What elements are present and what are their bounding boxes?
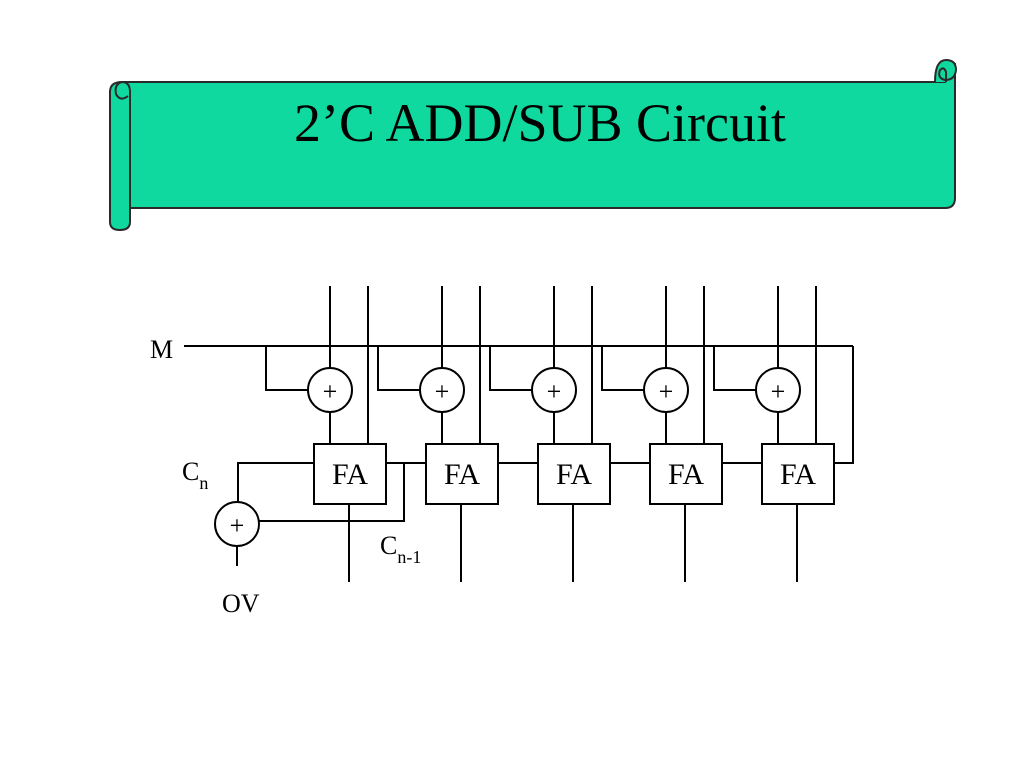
overflow-label: OV: [222, 589, 260, 618]
xor-gate: [531, 367, 577, 413]
full-adder-label: FA: [556, 458, 592, 491]
full-adder-label: FA: [780, 458, 816, 491]
control-label-m: M: [150, 335, 173, 364]
carry-out-wire: [237, 462, 314, 502]
xor-gate: [643, 367, 689, 413]
xor-symbol: +: [547, 377, 562, 406]
full-adder-label: FA: [444, 458, 480, 491]
full-adder-label: FA: [668, 458, 704, 491]
banner-body: [109, 62, 956, 232]
m-tap-wire: [601, 346, 644, 391]
full-adder-box: [761, 443, 835, 505]
carry-out-label: Cn: [182, 457, 208, 493]
m-tap-wire: [489, 346, 532, 391]
adder-stages: + FA + FA + FA + FA + FA: [265, 286, 835, 582]
m-tap-wire: [265, 346, 308, 391]
full-adder-label: FA: [332, 458, 368, 491]
xor-gate: [755, 367, 801, 413]
carry-out-label-sub: n: [199, 473, 208, 493]
xor-symbol: +: [771, 377, 786, 406]
xor-gate: [419, 367, 465, 413]
carry-out-label-main: C: [182, 457, 199, 486]
m-tap-wire: [377, 346, 420, 391]
xor-gate: [307, 367, 353, 413]
full-adder-box: [425, 443, 499, 505]
xor-symbol: +: [435, 377, 450, 406]
banner-left-curl: [114, 80, 131, 100]
carry-prev-label-sub: n-1: [397, 547, 421, 567]
carry-in-wire: [834, 346, 854, 464]
banner-right-curl: [934, 58, 958, 83]
carry-prev-label-main: C: [380, 531, 397, 560]
xor-symbol: +: [659, 377, 674, 406]
page-title: 2’C ADD/SUB Circuit: [293, 93, 787, 153]
carry-prev-label: Cn-1: [380, 531, 421, 567]
overflow-xor-symbol: +: [230, 511, 245, 540]
carry-prev-wire: [259, 463, 405, 522]
m-tap-wire: [713, 346, 756, 391]
xor-symbol: +: [323, 377, 338, 406]
